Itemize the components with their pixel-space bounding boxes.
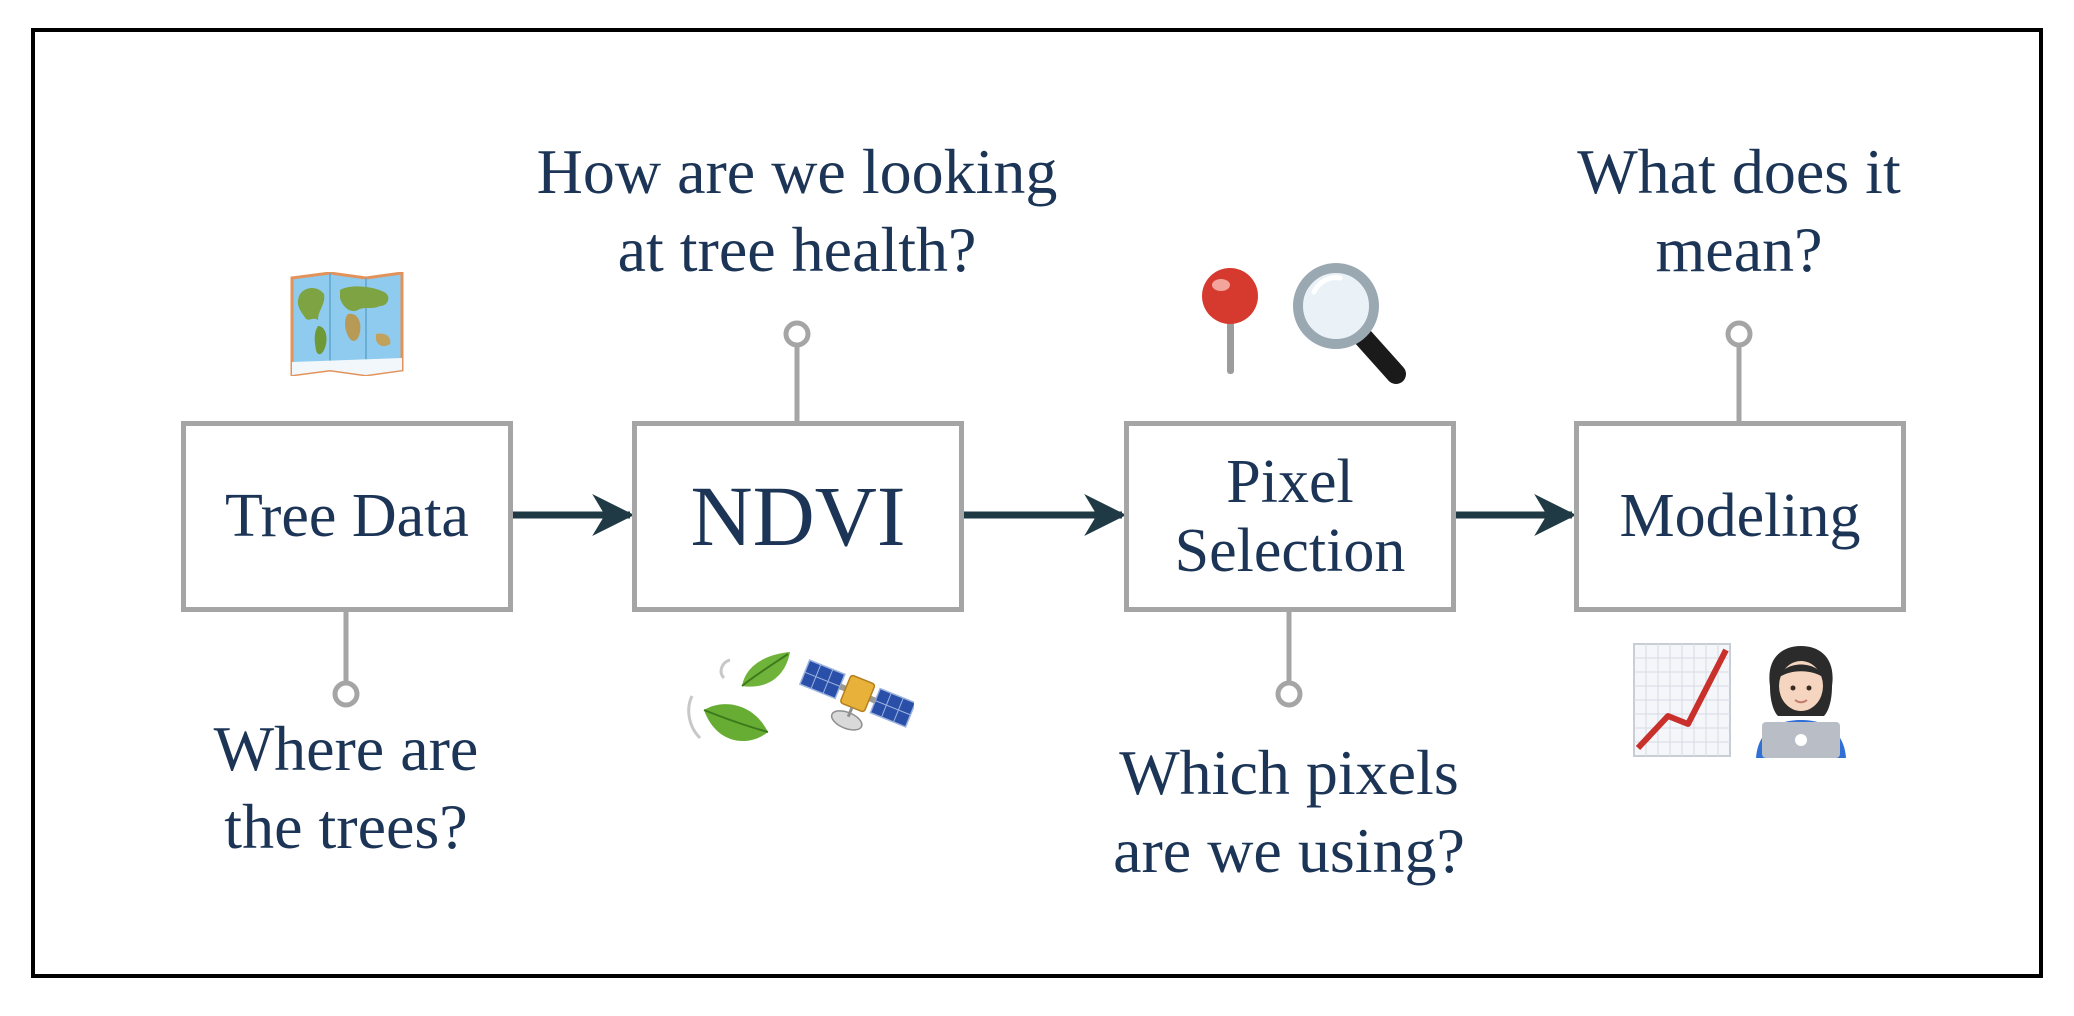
question-pixel-selection: Which pixels are we using? [1039, 734, 1539, 890]
step-box-ndvi: NDVI [632, 421, 964, 612]
diagram-frame [31, 28, 2043, 978]
leaves-icon [687, 652, 790, 742]
question-tree-line-1: Where are [213, 713, 479, 784]
question-pixel-line-1: Which pixels [1119, 737, 1459, 808]
step-label-ndvi: NDVI [690, 468, 906, 565]
step-label-selection: Selection [1174, 516, 1406, 585]
question-tree-data: Where are the trees? [146, 710, 546, 866]
chart-increasing-icon [1633, 643, 1731, 757]
woman-technologist-icon [1756, 646, 1846, 758]
question-modeling: What does it mean? [1489, 133, 1989, 289]
question-ndvi: How are we looking at tree health? [447, 133, 1147, 289]
magnifying-glass-icon [1293, 263, 1406, 384]
step-box-pixel-selection: Pixel Selection [1124, 421, 1456, 612]
step-label-pixel: Pixel [1226, 448, 1354, 517]
question-tree-line-2: the trees? [224, 791, 468, 863]
connector-ndvi-question [783, 320, 811, 422]
step-label-tree-data: Tree Data [225, 482, 469, 551]
connector-tree-question [332, 612, 360, 708]
question-ndvi-line-1: How are we looking [536, 136, 1058, 207]
round-pushpin-icon [1202, 268, 1258, 374]
question-pixel-line-2: are we using? [1113, 815, 1465, 887]
step-box-modeling: Modeling [1574, 421, 1906, 612]
connector-modeling-question [1725, 320, 1753, 422]
step-label-modeling: Modeling [1619, 482, 1861, 551]
question-ndvi-line-2: at tree health? [617, 214, 977, 286]
question-modeling-line-1: What does it [1577, 136, 1901, 207]
question-modeling-line-2: mean? [1655, 214, 1823, 286]
step-box-tree-data: Tree Data [181, 421, 513, 612]
satellite-icon [798, 659, 914, 731]
world-map-icon [290, 272, 404, 376]
connector-pixel-question [1275, 612, 1303, 708]
